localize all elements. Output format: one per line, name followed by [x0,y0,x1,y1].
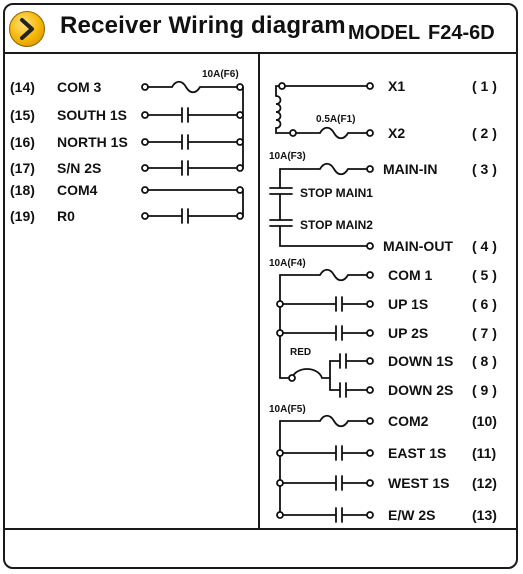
fuse-label: 10A(F6) [202,69,239,80]
terminal-number: (10) [472,413,497,429]
terminal-name: MAIN-OUT [383,238,453,254]
terminal-name: COM2 [388,413,429,429]
terminal-name: MAIN-IN [383,161,438,177]
terminal-name: S/N 2S [57,160,102,176]
fuse-label: 10A(F5) [269,404,306,415]
terminal-name: COM4 [57,182,98,198]
terminal-number: ( 9 ) [472,382,497,398]
terminal-number: (16) [10,134,35,150]
terminal-number: ( 5 ) [472,267,497,283]
terminal-name: E/W 2S [388,507,436,523]
terminal-number: (13) [472,507,497,523]
terminal-name: R0 [57,208,75,224]
com2-circuit [276,414,374,523]
terminal-name: DOWN 1S [388,353,454,369]
terminal-name: UP 1S [388,296,429,312]
terminal-name: COM 3 [57,79,102,95]
terminal-name: DOWN 2S [388,382,454,398]
terminal-name: X2 [388,125,406,141]
main-circuit [269,162,374,250]
terminal-number: ( 4 ) [472,238,497,254]
terminal-name: WEST 1S [388,475,450,491]
diagram-frame [3,3,518,569]
terminal-number: ( 3 ) [472,161,497,177]
column-divider [258,53,260,528]
coil-circuit [275,82,374,140]
terminal-number: (19) [10,208,35,224]
terminal-number: (11) [472,445,497,461]
logo [9,11,45,47]
terminal-name: COM 1 [388,267,433,283]
left-circuit [141,80,244,224]
terminal-name: EAST 1S [388,445,447,461]
terminal-number: (14) [10,79,35,95]
terminal-number: ( 6 ) [472,296,497,312]
terminal-number: (15) [10,107,35,123]
terminal-number: (17) [10,160,35,176]
model-label: MODEL [348,22,421,44]
terminal-name: SOUTH 1S [57,107,128,123]
footer-divider [4,528,518,530]
arrow-right-icon [20,18,34,40]
terminal-number: ( 8 ) [472,353,497,369]
fuse-label: 10A(F3) [269,151,306,162]
terminal-number: ( 7 ) [472,325,497,341]
model-value: F24-6D [428,22,495,44]
terminal-number: (12) [472,475,497,491]
terminal-name: NORTH 1S [57,134,128,150]
fuse-label: 10A(F4) [269,258,306,269]
terminal-name: UP 2S [388,325,429,341]
terminal-name: X1 [388,78,406,94]
terminal-number: (18) [10,182,35,198]
header-divider [4,52,518,54]
stop-label: STOP MAIN2 [300,218,373,232]
stop-label: STOP MAIN1 [300,186,373,200]
interlock-label: RED [290,347,312,358]
terminal-number: ( 1 ) [472,78,497,94]
page-title: Receiver Wiring diagram [60,12,346,39]
com1-circuit [276,268,374,398]
fuse-label: 0.5A(F1) [316,114,356,125]
terminal-number: ( 2 ) [472,125,497,141]
